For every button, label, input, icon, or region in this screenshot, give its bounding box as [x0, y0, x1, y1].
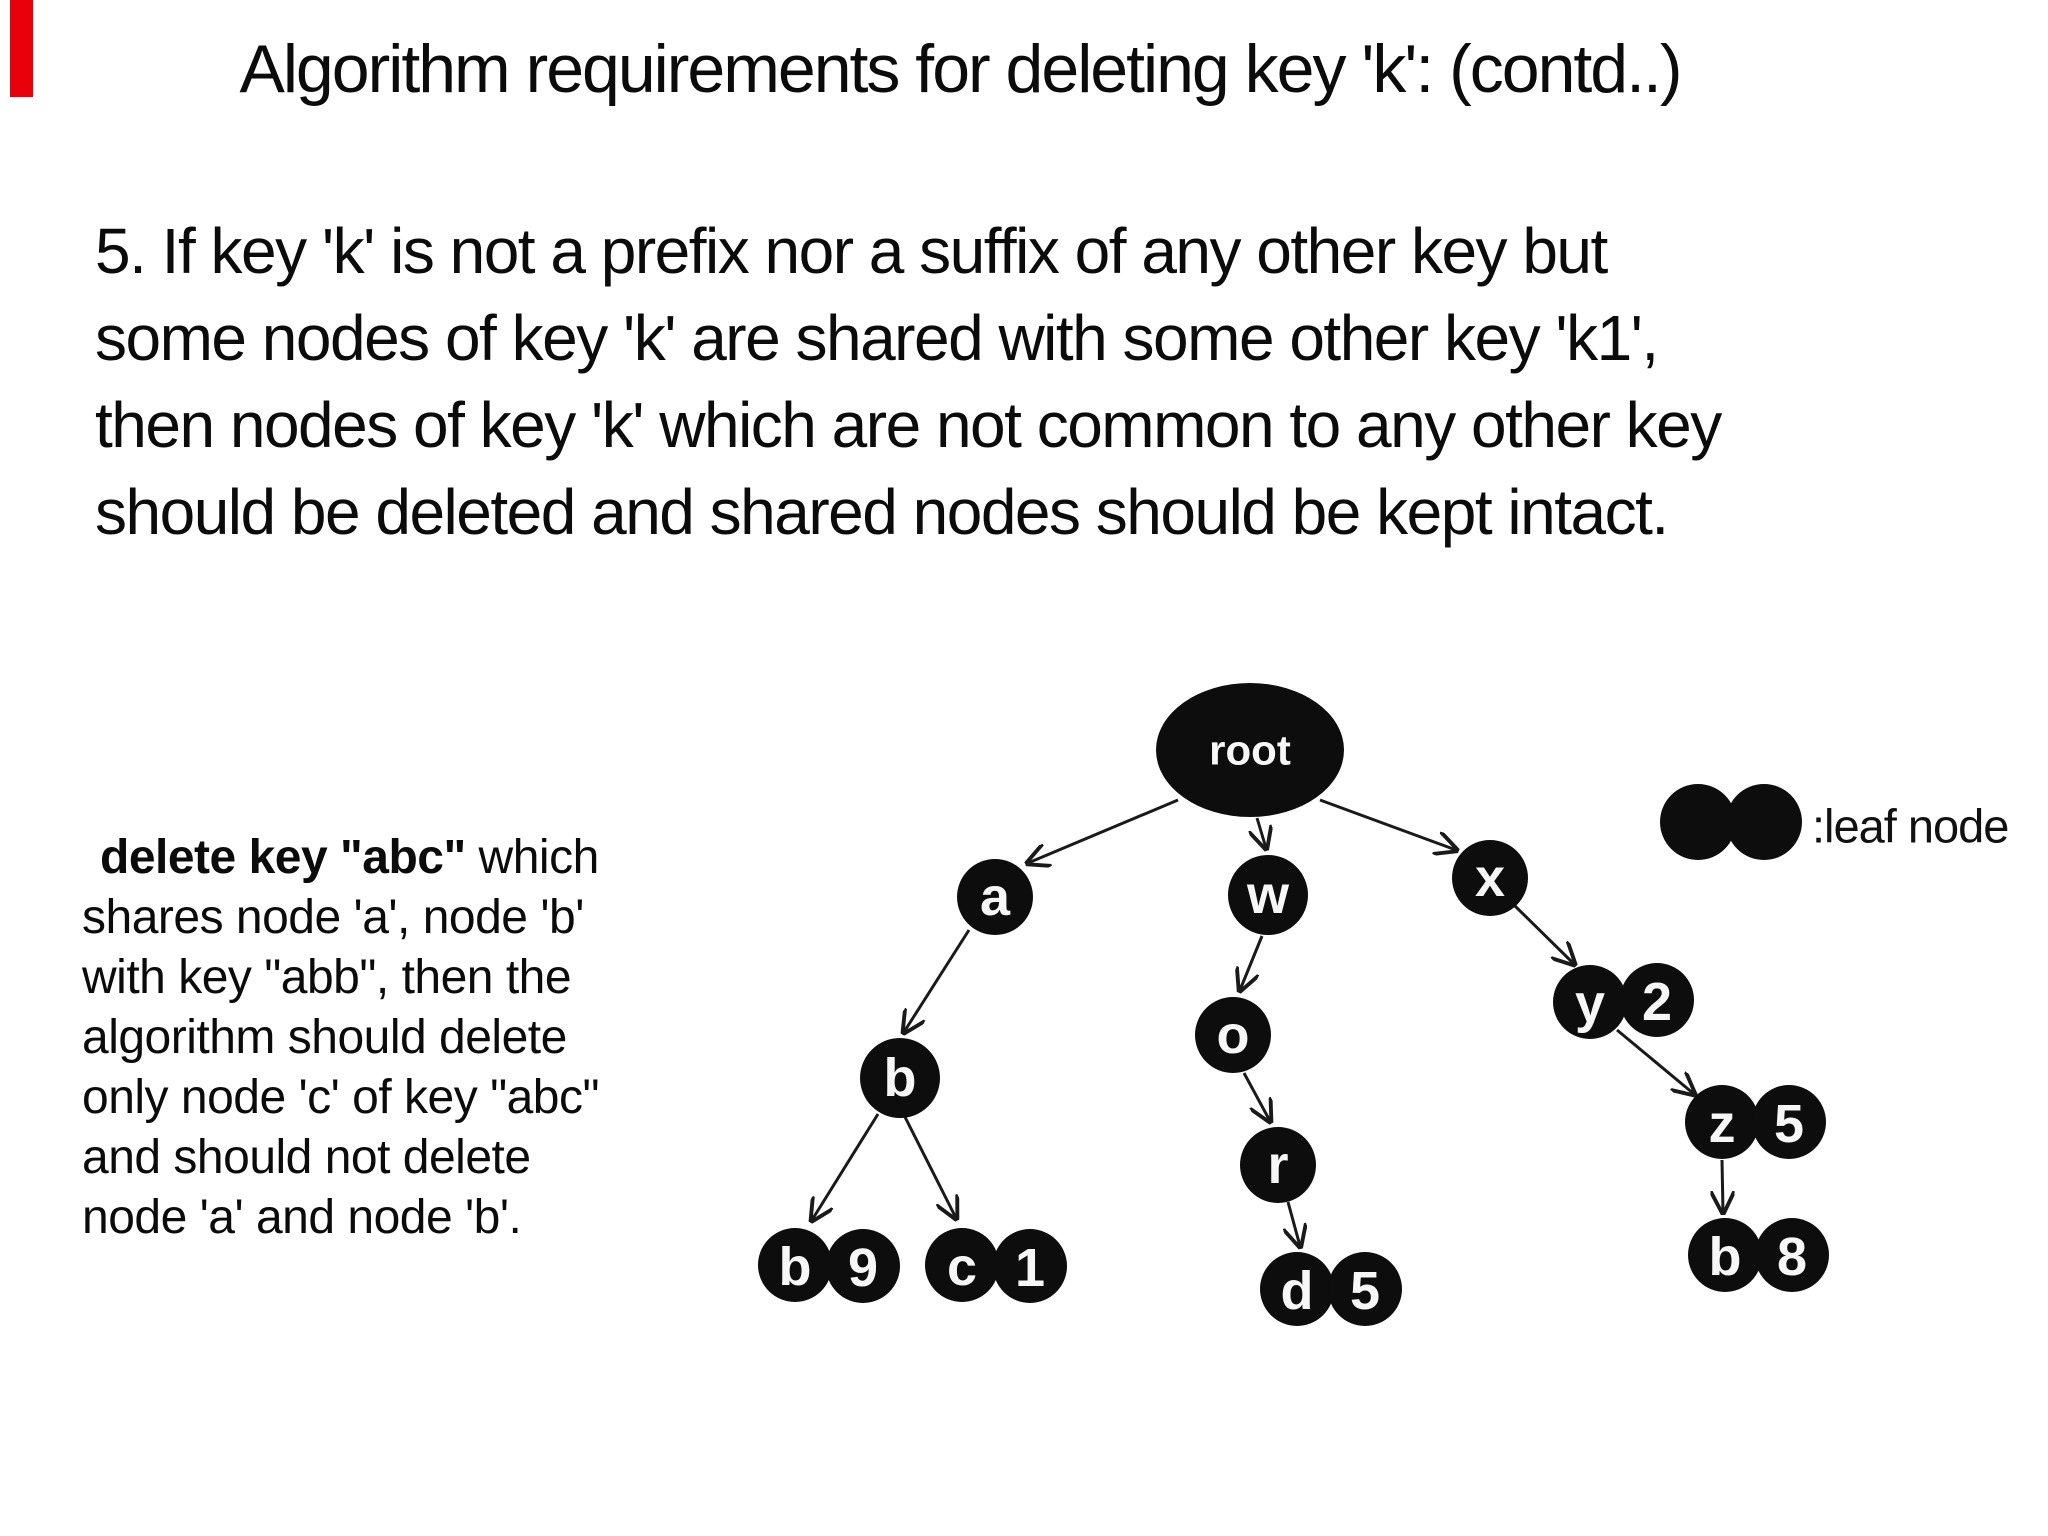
legend-leaf-circle-right [1726, 784, 1802, 860]
note-line: shares node 'a', node 'b' [82, 891, 584, 944]
paragraph-line: some nodes of key 'k' are shared with so… [95, 302, 1659, 374]
tree-edge-b-c1 [903, 1116, 956, 1218]
leaf-label-b9-left: b [779, 1237, 812, 1297]
leaf-label-d5-right: 5 [1350, 1261, 1380, 1321]
tree-edge-w-o [1240, 935, 1264, 990]
paragraph-line: then nodes of key 'k' which are not comm… [95, 389, 1722, 461]
leaf-node-y2-left [1553, 965, 1627, 1039]
tree-edge-root-w [1257, 817, 1266, 848]
note-line: and should not delete [82, 1131, 531, 1184]
tree-node-label-a: a [980, 867, 1011, 927]
leaf-node-d5-right [1328, 1252, 1402, 1326]
tree-edge-root-x [1319, 798, 1456, 850]
tree-node-w [1228, 855, 1308, 935]
example-note: delete key "abc" which shares node 'a', … [82, 828, 602, 1248]
tree-node-r [1240, 1127, 1316, 1203]
tree-node-x [1452, 840, 1528, 916]
tree-edge-z5-b8 [1722, 1159, 1723, 1212]
leaf-node-b9-left [758, 1228, 832, 1302]
paragraph-line: should be deleted and shared nodes shoul… [95, 476, 1669, 548]
note-line: delete key "abc" which [82, 828, 602, 888]
slide-title: Algorithm requirements for deleting key … [239, 31, 1682, 107]
tree-edge-r-d5 [1288, 1201, 1300, 1246]
tree-edge-root-a [1028, 798, 1179, 863]
tree-edge-o-r [1242, 1072, 1270, 1121]
paragraph-line: 5. If key 'k' is not a prefix nor a suff… [95, 215, 1608, 287]
note-line: with key "abb", then the [82, 951, 572, 1004]
tree-edge-b-b9 [812, 1113, 880, 1220]
tree-node-a [957, 859, 1033, 935]
leaf-node-c1-right [993, 1229, 1067, 1303]
note-line: only node 'c' of key "abc" [82, 1071, 600, 1124]
note-line-rest: which [465, 831, 600, 884]
leaf-node-y2-right [1620, 963, 1694, 1037]
tree-node-label-root: root [1209, 727, 1291, 774]
leaf-label-y2-right: 2 [1642, 972, 1672, 1032]
legend-label: :leaf node [1812, 800, 2008, 853]
leaf-node-c1-left [925, 1228, 999, 1302]
tree-edge-y2-z5 [1616, 1028, 1694, 1094]
note-bold-text: delete key "abc" [100, 831, 466, 884]
leaf-label-z5-left: z [1709, 1094, 1736, 1154]
leaf-label-b8-right: 8 [1777, 1227, 1807, 1287]
tree-edge-x-y2 [1512, 903, 1574, 964]
leaf-label-z5-right: 5 [1774, 1094, 1804, 1154]
leaf-node-z5-left [1685, 1085, 1759, 1159]
leaf-node-d5-left [1260, 1252, 1334, 1326]
red-marker-bar [10, 0, 33, 97]
leaf-node-b8-left [1688, 1218, 1762, 1292]
tree-node-label-x: x [1475, 848, 1505, 908]
tree-node-label-w: w [1246, 865, 1290, 925]
tree-node-b [860, 1038, 940, 1118]
leaf-label-y2-left: y [1575, 974, 1605, 1034]
note-line: algorithm should delete [82, 1011, 567, 1064]
leaf-node-b9-right [826, 1229, 900, 1303]
leaf-label-c1-left: c [947, 1237, 977, 1297]
tree-node-label-b: b [884, 1048, 917, 1108]
leaf-node-b8-right [1755, 1218, 1829, 1292]
leaf-node-z5-right [1752, 1085, 1826, 1159]
tree-node-o [1195, 997, 1271, 1073]
leaf-label-d5-left: d [1281, 1261, 1314, 1321]
legend-leaf-circle-left [1660, 784, 1736, 860]
note-line: node 'a' and node 'b'. [82, 1191, 522, 1244]
tree-node-root [1156, 683, 1344, 817]
leaf-label-c1-right: 1 [1015, 1238, 1045, 1298]
leaf-label-b9-right: 9 [848, 1238, 878, 1298]
tree-node-label-o: o [1217, 1005, 1250, 1065]
leaf-label-b8-left: b [1709, 1227, 1742, 1287]
tree-edge-a-b [904, 929, 971, 1032]
requirement-paragraph: 5. If key 'k' is not a prefix nor a suff… [95, 208, 1722, 556]
tree-node-label-r: r [1267, 1135, 1288, 1195]
